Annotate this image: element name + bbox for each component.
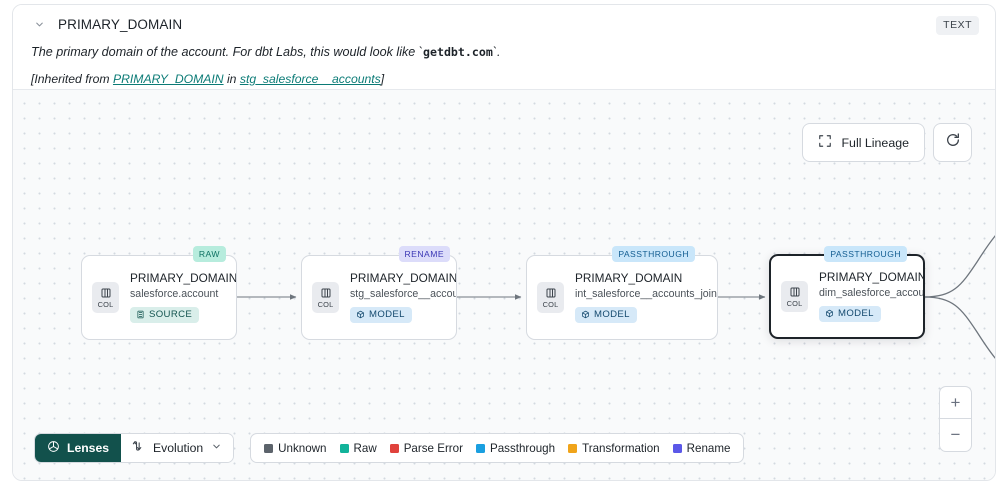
node-column-name: PRIMARY_DOMAIN (575, 271, 683, 285)
node-body: PRIMARY_DOMAIN int_salesforce__accounts_… (564, 271, 717, 324)
node-parent-name: dim_salesforce_accounts (819, 287, 923, 299)
zoom-in-button[interactable]: + (940, 387, 971, 419)
legend-item: Passthrough (475, 441, 556, 455)
legend-label: Unknown (278, 441, 327, 455)
evolution-dropdown[interactable]: Evolution (121, 434, 234, 462)
refresh-button[interactable] (933, 123, 972, 162)
lineage-node[interactable]: PASSTHROUGH COL PRIMARY_DOMAIN int_sales… (526, 246, 718, 340)
edge-out-top (923, 235, 995, 298)
legend-swatch (672, 443, 682, 453)
evolution-path-icon (131, 440, 145, 457)
column-chip: COL (537, 282, 564, 313)
node-body: PRIMARY_DOMAIN dim_salesforce_accounts M… (808, 270, 923, 323)
legend-label: Parse Error (403, 441, 463, 455)
materialization-tag: SOURCE (130, 306, 200, 323)
node-body: PRIMARY_DOMAIN__C salesforce.account SOU… (119, 271, 236, 324)
page-title: PRIMARY_DOMAIN (58, 16, 183, 32)
materialization-tag: MODEL (350, 306, 412, 323)
chevron-down-icon (211, 441, 222, 455)
column-description: The primary domain of the account. For d… (31, 45, 501, 59)
zoom-controls: + − (939, 386, 972, 452)
inherit-middle: in (223, 72, 240, 86)
column-lineage-card: PRIMARY_DOMAIN TEXT The primary domain o… (12, 4, 996, 481)
evolution-label: Evolution (153, 441, 204, 455)
column-chip: COL (781, 281, 808, 312)
legend-swatch (475, 443, 485, 453)
header-title-row: PRIMARY_DOMAIN (31, 16, 182, 32)
lineage-node-selected[interactable]: PASSTHROUGH COL PRIMARY_DOMAIN dim_sales… (769, 246, 925, 339)
full-lineage-button[interactable]: Full Lineage (802, 123, 925, 162)
lineage-node[interactable]: RENAME COL PRIMARY_DOMAIN stg_salesforce… (301, 246, 457, 340)
column-chip-label: COL (97, 299, 114, 309)
inherit-column-link[interactable]: PRIMARY_DOMAIN (112, 72, 224, 86)
legend-swatch (389, 443, 399, 453)
refresh-icon (945, 132, 961, 153)
legend-swatch (568, 443, 578, 453)
node-parent-name: salesforce.account (130, 288, 219, 300)
legend-item: Rename (672, 441, 731, 455)
legend-item: Transformation (568, 442, 660, 455)
lenses-button[interactable]: Lenses (35, 434, 122, 462)
chevron-down-icon[interactable] (31, 16, 47, 32)
legend-item: Unknown (264, 441, 327, 455)
zoom-out-button[interactable]: − (950, 425, 961, 444)
edge-out-bottom (923, 296, 995, 359)
node-column-name: PRIMARY_DOMAIN (819, 270, 923, 284)
legend-item: Parse Error (389, 441, 463, 455)
full-lineage-label: Full Lineage (841, 135, 909, 150)
materialization-tag: MODEL (575, 306, 637, 323)
node-body: PRIMARY_DOMAIN stg_salesforce__accounts … (339, 271, 456, 324)
lens-badge: PASSTHROUGH (612, 246, 695, 262)
description-suffix: `. (492, 45, 501, 59)
legend-swatch (339, 443, 349, 453)
lineage-edges (237, 235, 995, 359)
materialization-tag: MODEL (819, 305, 881, 322)
lenses-label: Lenses (67, 441, 110, 455)
canvas-bottom-bar: Lenses Evolution (34, 433, 745, 463)
inherit-suffix: ] (380, 72, 385, 86)
description-prefix: The primary domain of the account. For d… (31, 45, 423, 59)
materialization-label: SOURCE (149, 309, 193, 320)
materialization-label: MODEL (369, 309, 405, 320)
lineage-canvas[interactable]: RAW COL PRIMARY_DOMAIN__C salesforce.acc… (13, 90, 995, 480)
column-chip-label: COL (542, 299, 559, 309)
node-column-name: PRIMARY_DOMAIN (350, 271, 456, 285)
legend-label: Passthrough (489, 441, 556, 455)
column-chip: COL (92, 282, 119, 313)
node-column-name: PRIMARY_DOMAIN__C (130, 271, 236, 285)
description-code: getdbt.com (423, 45, 493, 59)
header-divider (13, 89, 995, 90)
node-parent-name: int_salesforce__accounts_joined (575, 288, 717, 300)
materialization-label: MODEL (594, 309, 630, 320)
column-chip: COL (312, 282, 339, 313)
column-chip-label: COL (786, 298, 803, 308)
legend-label: Rename (686, 441, 731, 455)
lineage-node[interactable]: RAW COL PRIMARY_DOMAIN__C salesforce.acc… (81, 246, 237, 340)
lens-legend: Unknown Raw Parse Error Passthrough Tran… (250, 433, 745, 463)
lens-control-group: Lenses Evolution (34, 433, 235, 463)
column-chip-label: COL (317, 299, 334, 309)
legend-item: Raw (339, 441, 377, 455)
materialization-label: MODEL (838, 308, 874, 319)
legend-label: Raw (353, 441, 377, 455)
column-header: PRIMARY_DOMAIN TEXT The primary domain o… (13, 5, 995, 90)
column-type-badge: TEXT (936, 16, 979, 35)
inherit-prefix: [Inherited from (31, 72, 113, 86)
node-parent-name: stg_salesforce__accounts (350, 288, 456, 300)
lens-badge: RAW (192, 246, 226, 262)
inherited-from-note: [Inherited from PRIMARY_DOMAIN in stg_sa… (31, 72, 384, 86)
legend-label: Transformation (582, 441, 660, 455)
lens-badge: RENAME (398, 246, 450, 262)
lens-badge: PASSTHROUGH (824, 246, 907, 262)
inherit-model-link[interactable]: stg_salesforce__accounts (239, 72, 381, 86)
expand-corners-icon (818, 134, 832, 151)
canvas-top-controls: Full Lineage (802, 123, 972, 162)
lens-aperture-icon (47, 440, 60, 456)
legend-swatch (264, 443, 274, 453)
